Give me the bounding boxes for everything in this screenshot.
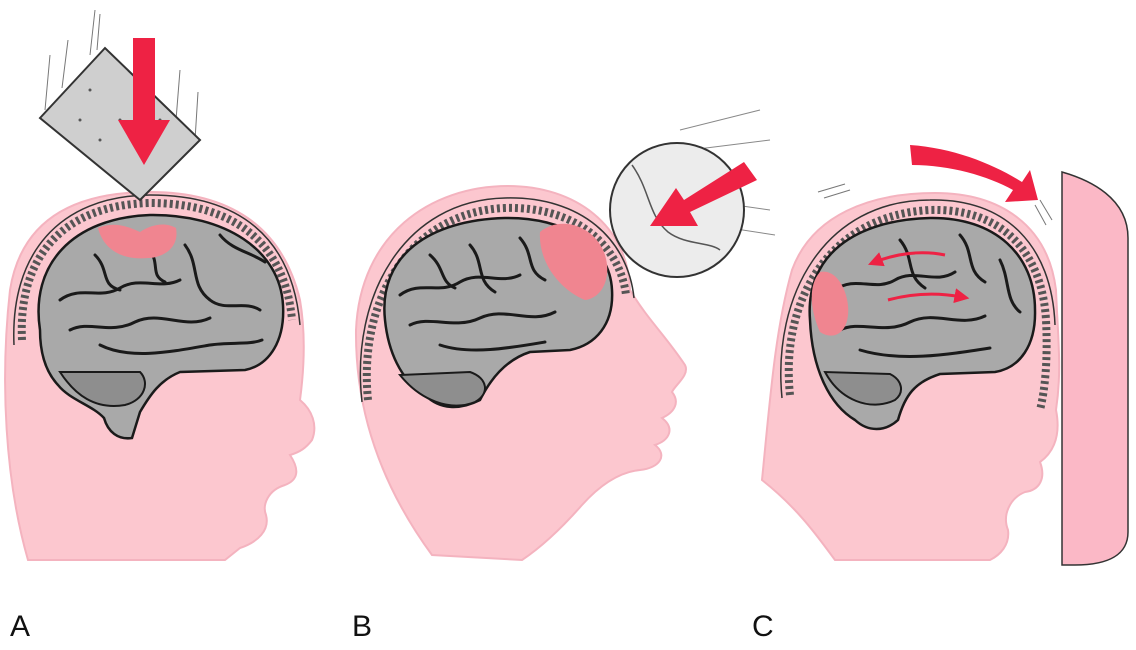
panel-label-b: B: [352, 612, 372, 642]
panel-b: [356, 110, 775, 560]
panel-c: [762, 145, 1128, 565]
falling-block-icon: [40, 10, 200, 200]
wall-icon: [1062, 172, 1128, 565]
panel-label-c: C: [752, 612, 774, 642]
ball-icon: [610, 110, 775, 277]
panel-a: [5, 10, 314, 560]
panel-label-a: A: [10, 612, 30, 642]
